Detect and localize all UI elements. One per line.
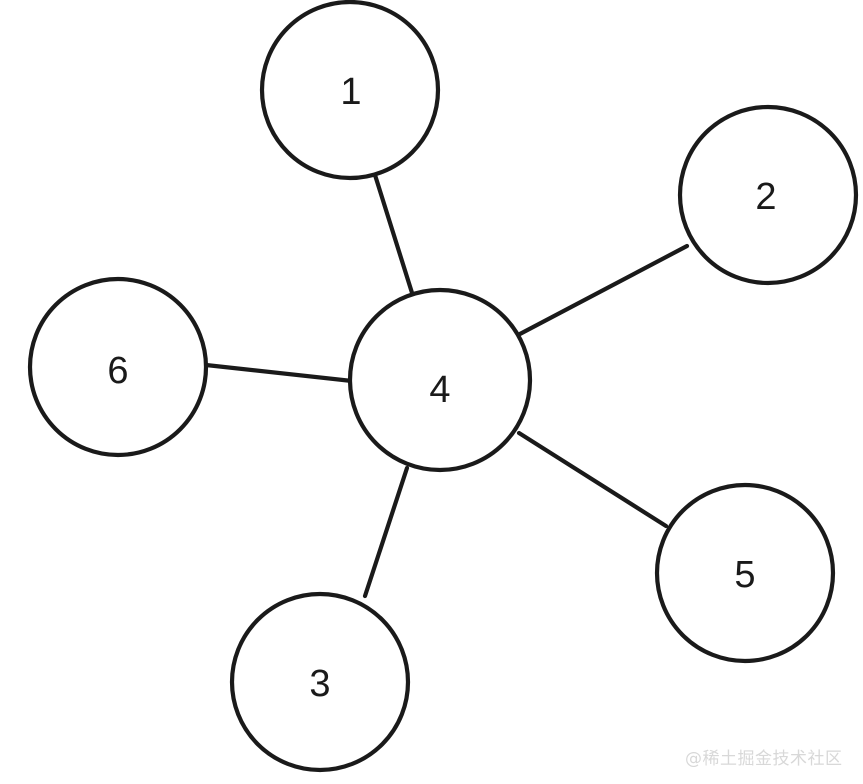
graph-node-label-3: 3 — [309, 663, 330, 705]
graph-edge-4-1 — [372, 172, 416, 299]
graph-node-circle-5[interactable] — [654, 482, 836, 664]
graph-node-label-1: 1 — [340, 71, 361, 113]
graph-edge-4-2 — [515, 243, 690, 338]
graph-node-label-6: 6 — [107, 350, 128, 392]
graph-node-circle-6[interactable] — [27, 276, 209, 458]
graph-node-label-4: 4 — [429, 369, 450, 411]
graph-node-label-2: 2 — [755, 176, 776, 218]
graph-edge-4-6 — [203, 362, 355, 384]
watermark-text: @稀土掘金技术社区 — [685, 749, 843, 769]
graph-node-2[interactable]: 2 — [677, 104, 859, 286]
graph-node-circle-3[interactable] — [229, 591, 411, 773]
graph-node-circle-2[interactable] — [677, 104, 859, 286]
graph-node-6[interactable]: 6 — [27, 276, 209, 458]
nodes-group: 1 2 3 4 5 6 — [27, 0, 859, 773]
graph-node-5[interactable]: 5 — [654, 482, 836, 664]
edges-group — [203, 172, 690, 599]
graph-node-circle-4[interactable] — [347, 287, 533, 473]
graph-node-circle-1[interactable] — [259, 0, 441, 181]
graph-node-label-5: 5 — [734, 554, 755, 596]
graph-node-3[interactable]: 3 — [229, 591, 411, 773]
graph-node-4[interactable]: 4 — [347, 287, 533, 473]
graph-node-1[interactable]: 1 — [259, 0, 441, 181]
graph-edge-4-3 — [362, 465, 410, 599]
graph-edge-4-5 — [516, 430, 669, 529]
